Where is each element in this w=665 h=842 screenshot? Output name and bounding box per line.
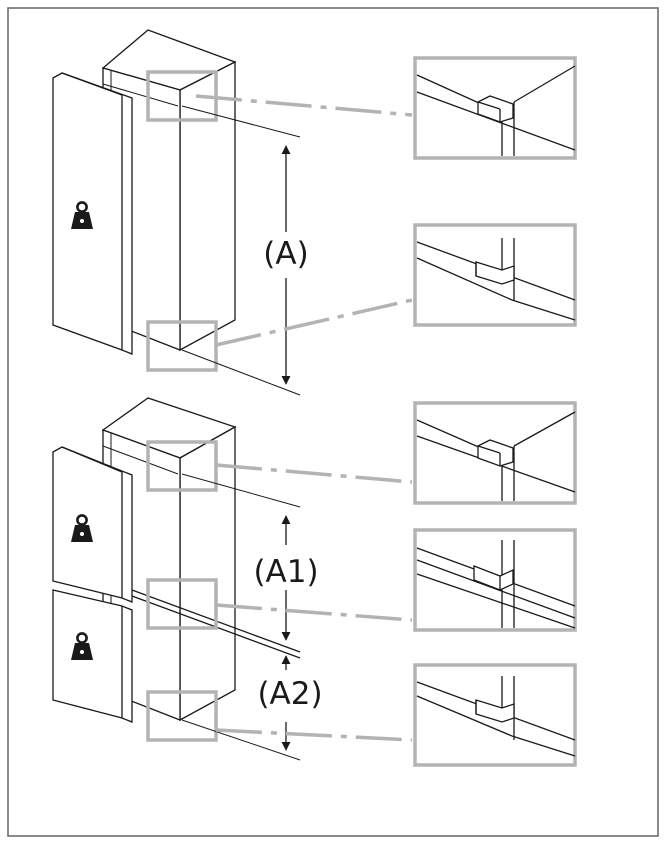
highlight-box-bottom-lower	[146, 690, 218, 742]
leader-line-4	[215, 603, 413, 622]
door-panel-upper	[52, 446, 133, 603]
door-panel-lower	[52, 589, 133, 723]
appliance-single-door: (A)	[52, 29, 413, 396]
outer-frame	[7, 7, 659, 837]
detail-box-3	[413, 401, 577, 505]
detail-box-1	[413, 56, 577, 160]
door-panel-top	[52, 72, 133, 355]
dimension-label-a1: (A1)	[253, 554, 318, 590]
leader-line-1	[195, 94, 413, 117]
highlight-box-top-upper	[146, 70, 218, 122]
appliance-double-door: (A1) (A2)	[52, 397, 413, 761]
detail-box-5	[413, 663, 577, 767]
detail-box-4	[413, 528, 577, 632]
dimension-label-a: (A)	[263, 236, 308, 272]
weight-icon	[71, 514, 93, 542]
detail-box-2	[413, 223, 577, 327]
leader-line-2	[215, 298, 413, 347]
weight-icon	[71, 632, 93, 660]
leader-line-5	[215, 728, 413, 742]
leader-line-3	[215, 463, 413, 484]
dimension-label-a2: (A2)	[257, 676, 322, 712]
highlight-box-bottom-middle	[146, 578, 218, 630]
highlight-box-top-lower	[146, 320, 218, 372]
weight-icon	[71, 201, 93, 229]
